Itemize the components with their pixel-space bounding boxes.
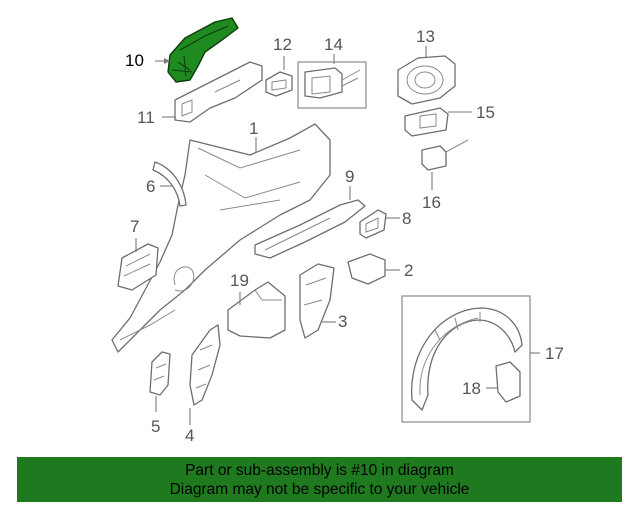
callout-18: 18 — [462, 379, 481, 398]
part-5 — [149, 351, 171, 396]
callout-9: 9 — [345, 167, 355, 186]
part-1 — [111, 123, 331, 353]
part-17-box — [401, 295, 531, 423]
callout-19: 19 — [230, 271, 249, 290]
part-3 — [299, 263, 335, 339]
part-15 — [404, 107, 449, 137]
leader-lines — [135, 46, 540, 425]
banner-line-part: Part or sub-assembly is #10 in diagram — [185, 462, 454, 479]
callout-13: 13 — [416, 27, 435, 46]
part-18 — [495, 361, 521, 403]
part-6 — [152, 161, 187, 207]
part-8 — [359, 209, 387, 239]
part-10-highlighted[interactable] — [167, 17, 239, 83]
callout-10[interactable]: 10 — [125, 51, 144, 70]
parts-diagram — [111, 17, 540, 425]
callout-11: 11 — [137, 108, 155, 127]
part-16 — [421, 139, 469, 171]
callout-15: 15 — [476, 103, 495, 122]
part-4 — [189, 324, 221, 406]
callout-17: 17 — [545, 344, 564, 363]
callout-8: 8 — [402, 209, 412, 228]
callout-16: 16 — [422, 193, 441, 212]
notice-banner: Part or sub-assembly is #10 in diagram D… — [17, 457, 622, 502]
callout-14: 14 — [324, 35, 343, 54]
part-14-box — [297, 61, 367, 109]
part-19 — [227, 281, 286, 339]
part-11 — [174, 61, 263, 123]
part-12 — [265, 71, 293, 97]
callout-5: 5 — [151, 417, 161, 436]
part-2 — [347, 253, 386, 285]
callout-2: 2 — [404, 261, 414, 280]
banner-line-disclaimer: Diagram may not be specific to your vehi… — [169, 481, 470, 498]
part-9 — [254, 199, 366, 259]
callout-12: 12 — [273, 35, 292, 54]
part-13 — [397, 55, 456, 105]
part-7 — [117, 243, 159, 291]
callout-7: 7 — [130, 217, 140, 236]
callout-4: 4 — [185, 426, 195, 445]
callout-6: 6 — [146, 177, 156, 196]
callout-1: 1 — [249, 119, 259, 138]
callout-3: 3 — [338, 312, 348, 331]
